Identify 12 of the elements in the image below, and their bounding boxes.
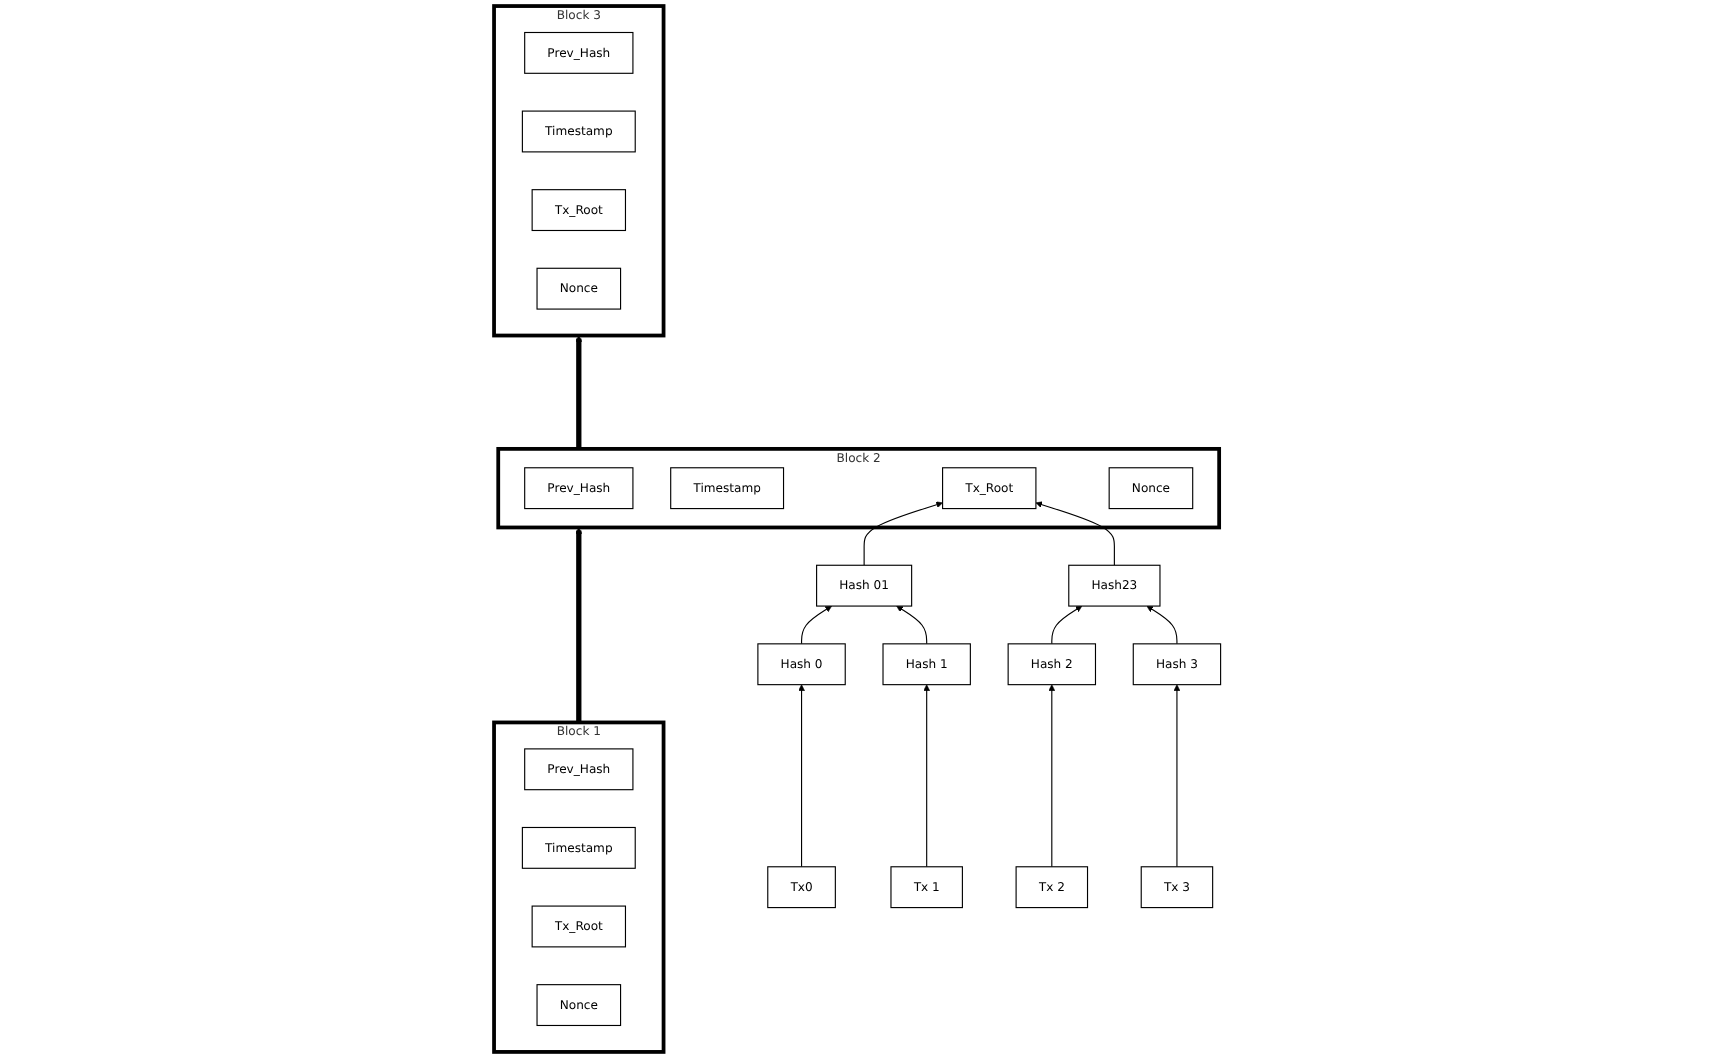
arrow (575, 335, 582, 449)
arrow (923, 684, 930, 868)
arrow (863, 501, 943, 566)
arrow (1050, 605, 1082, 645)
arrow (895, 605, 927, 645)
arrow (1173, 684, 1180, 868)
arrow (575, 527, 582, 723)
arrow (797, 684, 805, 868)
arrow (800, 605, 832, 645)
arrow (1035, 501, 1115, 566)
arrow (1048, 684, 1055, 868)
arrow (1146, 605, 1178, 645)
